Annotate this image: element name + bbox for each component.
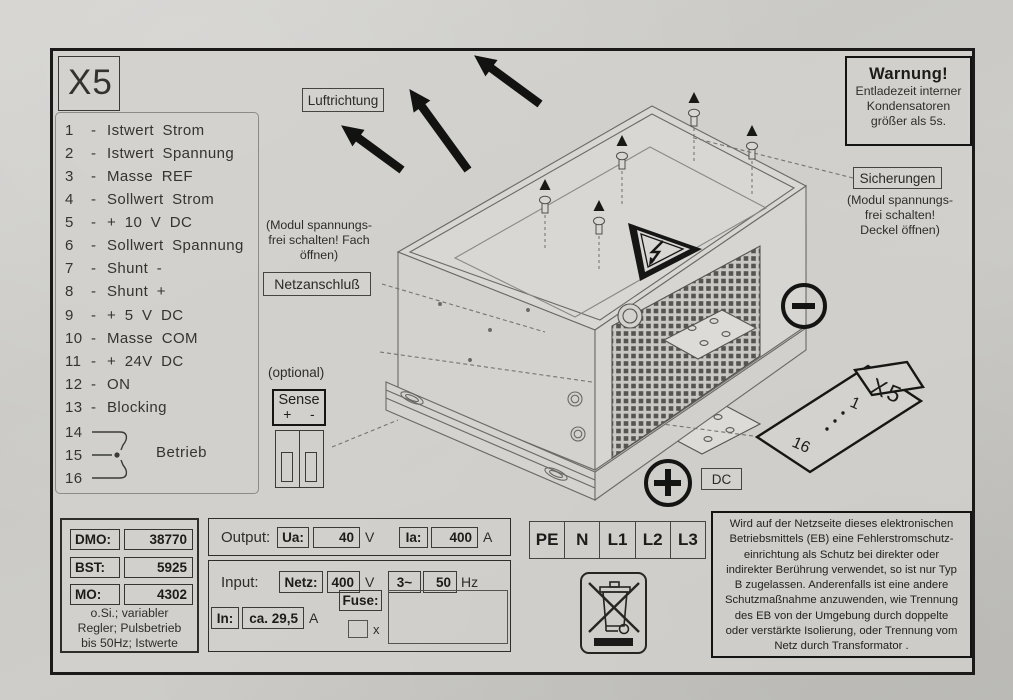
id-value: 4302 — [124, 584, 193, 605]
ia-label: Ia: — [399, 527, 428, 548]
power-module-chassis — [385, 105, 808, 502]
pin-row: 5-+ 10 V DC — [65, 214, 193, 231]
netz-value: 400 — [327, 571, 360, 593]
airflow-arrows-icon — [341, 55, 543, 174]
pin-row: 11-+ 24V DC — [65, 353, 184, 370]
sense-connector — [275, 430, 300, 488]
fuse-value-box — [388, 590, 508, 644]
in-label: In: — [211, 607, 239, 629]
ua-value: 40 — [313, 527, 360, 548]
optional-label: (optional) — [268, 365, 325, 380]
id-value: 38770 — [124, 529, 193, 550]
pin-row: 13-Blocking — [65, 399, 167, 416]
safety-line: des EB von der Umgebung durch doppelte — [734, 609, 949, 622]
x5-pin-legend: 1-Istwert Strom 2-Istwert Spannung 3-Mas… — [55, 112, 259, 494]
output-label: Output: — [221, 529, 271, 546]
x5-legend-title: X5 — [58, 56, 120, 111]
pin-row: 14 — [65, 424, 83, 441]
terminal-n: N — [565, 522, 601, 558]
in-unit: A — [309, 610, 319, 626]
fuse-checkbox — [348, 620, 368, 638]
output-ratings-box: Output: Ua: 40 V Ia: 400 A — [208, 518, 511, 556]
id-plate: DMO: 38770 BST: 5925 MO: 4302 o.Si.; var… — [60, 518, 199, 653]
sense-plus: + — [283, 406, 292, 422]
fuse-label: Fuse: — [339, 590, 382, 611]
pin-row: 6-Sollwert Spannung — [65, 237, 244, 254]
input-ratings-box: Input: Netz: 400 V 3~ 50 Hz In: ca. 29,5… — [208, 560, 511, 652]
relay-contact-symbol — [92, 431, 128, 479]
safety-line: Wird auf der Netzseite dieses elektronis… — [729, 518, 954, 530]
x5-last-pin: 16 — [789, 434, 812, 457]
warning-line: größer als 5s. — [870, 113, 947, 128]
netzanschluss-label: Netzanschluß — [263, 272, 371, 296]
netz-unit: V — [365, 574, 375, 590]
safety-line: indirekter Berührung verwendet, so ist n… — [726, 563, 957, 576]
freq-unit: Hz — [461, 574, 479, 590]
pin-row: 10-Masse COM — [65, 330, 198, 347]
pin-row: 9-+ 5 V DC — [65, 307, 184, 324]
pin-row: 2-Istwert Spannung — [65, 145, 235, 162]
pin-row: 4-Sollwert Strom — [65, 191, 215, 208]
betrieb-label: Betrieb — [156, 444, 208, 461]
netz-label: Netz: — [279, 571, 323, 593]
id-label: BST: — [70, 557, 120, 578]
safety-line: einrichtung als Schutz bei direkter oder — [743, 548, 940, 561]
ua-label: Ua: — [277, 527, 309, 548]
pin-row: 16 — [65, 470, 83, 487]
pin-row: 1-Istwert Strom — [65, 122, 205, 139]
pin-row: 7-Shunt - — [65, 260, 163, 277]
freq-value: 50 — [423, 571, 457, 593]
safety-line: Betriebsmittels (EB) eine Fehlerstromsch… — [729, 533, 954, 546]
warning-title: Warnung! — [869, 65, 948, 83]
sense-terminal-box: Sense + - — [272, 389, 326, 426]
terminal-pe: PE — [530, 522, 566, 558]
dc-busbar-plates — [662, 309, 762, 455]
x5-connector-tag: X5 1 16 — [754, 360, 926, 474]
capacitor-warning-box: Warnung! Entladezeit interner Kondensato… — [845, 56, 972, 146]
pin-row: 15 — [65, 447, 83, 464]
warning-line: Entladezeit interner — [855, 84, 962, 98]
ua-unit: V — [365, 529, 375, 545]
mains-terminal-strip: PE N L1 L2 L3 — [529, 521, 706, 559]
id-note: o.Si.; variabler — [90, 606, 169, 620]
id-label: MO: — [70, 584, 120, 605]
pin-row: 8-Shunt + — [65, 283, 166, 300]
safety-line: B zugelassen. Anderenfalls ist eine ande… — [734, 579, 949, 592]
id-label: DMO: — [70, 529, 120, 550]
sicherungen-label: Sicherungen — [853, 167, 942, 189]
terminal-l3: L3 — [677, 530, 698, 549]
minus-terminal-icon — [781, 283, 827, 329]
luftrichtung-label: Luftrichtung — [302, 88, 384, 112]
sicherungen-note: (Modul spannungs- frei schalten! Deckel … — [846, 193, 954, 238]
dc-label: DC — [701, 468, 742, 490]
ia-value: 400 — [431, 527, 478, 548]
warning-line: Kondensatoren — [866, 98, 951, 113]
terminal-l2: L2 — [636, 522, 671, 558]
id-note: Regler; Pulsbetrieb — [77, 621, 182, 635]
rcd-safety-notice: Wird auf der Netzseite dieses elektronis… — [711, 511, 972, 658]
id-note: bis 50Hz; Istwerte — [81, 636, 178, 650]
pin-row: 12-ON — [65, 376, 131, 393]
id-value: 5925 — [124, 557, 193, 578]
safety-line: oder verstärkte Isolierung, oder Trennun… — [725, 625, 958, 638]
ia-unit: A — [483, 529, 493, 545]
safety-line: Schutzmaßnahme anzuwenden, wie Trennung — [725, 594, 958, 607]
phase-field: 3~ — [388, 571, 421, 593]
terminal-l1: L1 — [600, 522, 636, 558]
sense-minus: - — [310, 406, 315, 422]
sense-connector — [299, 430, 324, 488]
in-value: ca. 29,5 — [242, 607, 304, 629]
sense-title: Sense — [278, 392, 320, 408]
netzanschluss-note: (Modul spannungs- frei schalten! Fach öf… — [265, 218, 373, 263]
pin-row: 3-Masse REF — [65, 168, 193, 185]
lid-screws — [539, 92, 758, 269]
safety-line: Netz durch Transformator . — [774, 640, 909, 653]
high-voltage-triangle-icon — [628, 223, 702, 281]
input-label: Input: — [221, 574, 259, 591]
plus-terminal-icon — [644, 459, 692, 507]
weee-bin-icon — [580, 572, 647, 654]
fuse-mark: x — [373, 622, 380, 637]
leader-lines — [331, 136, 854, 448]
